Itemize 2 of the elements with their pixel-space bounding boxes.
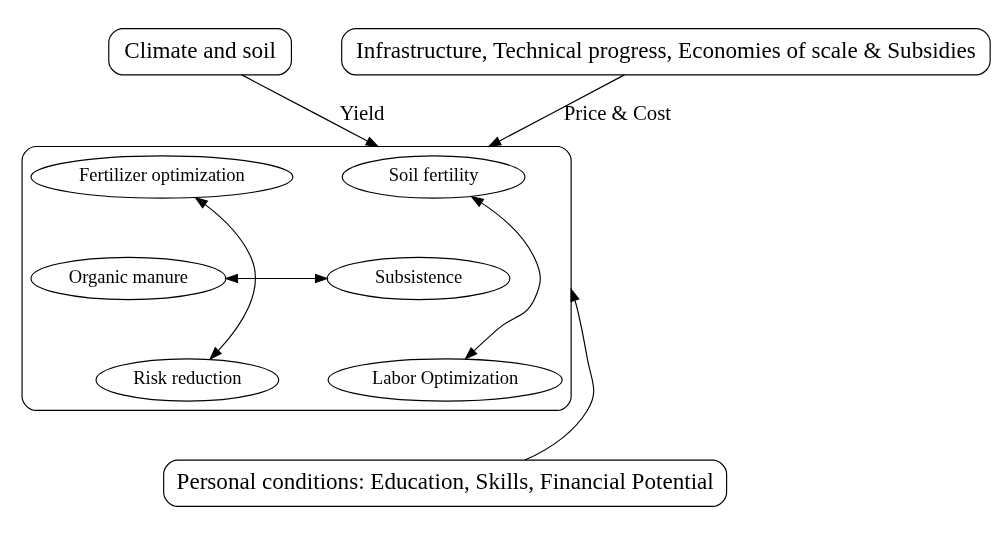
edge-label: Price & Cost — [563, 101, 672, 125]
edge-label: Yield — [339, 101, 385, 125]
